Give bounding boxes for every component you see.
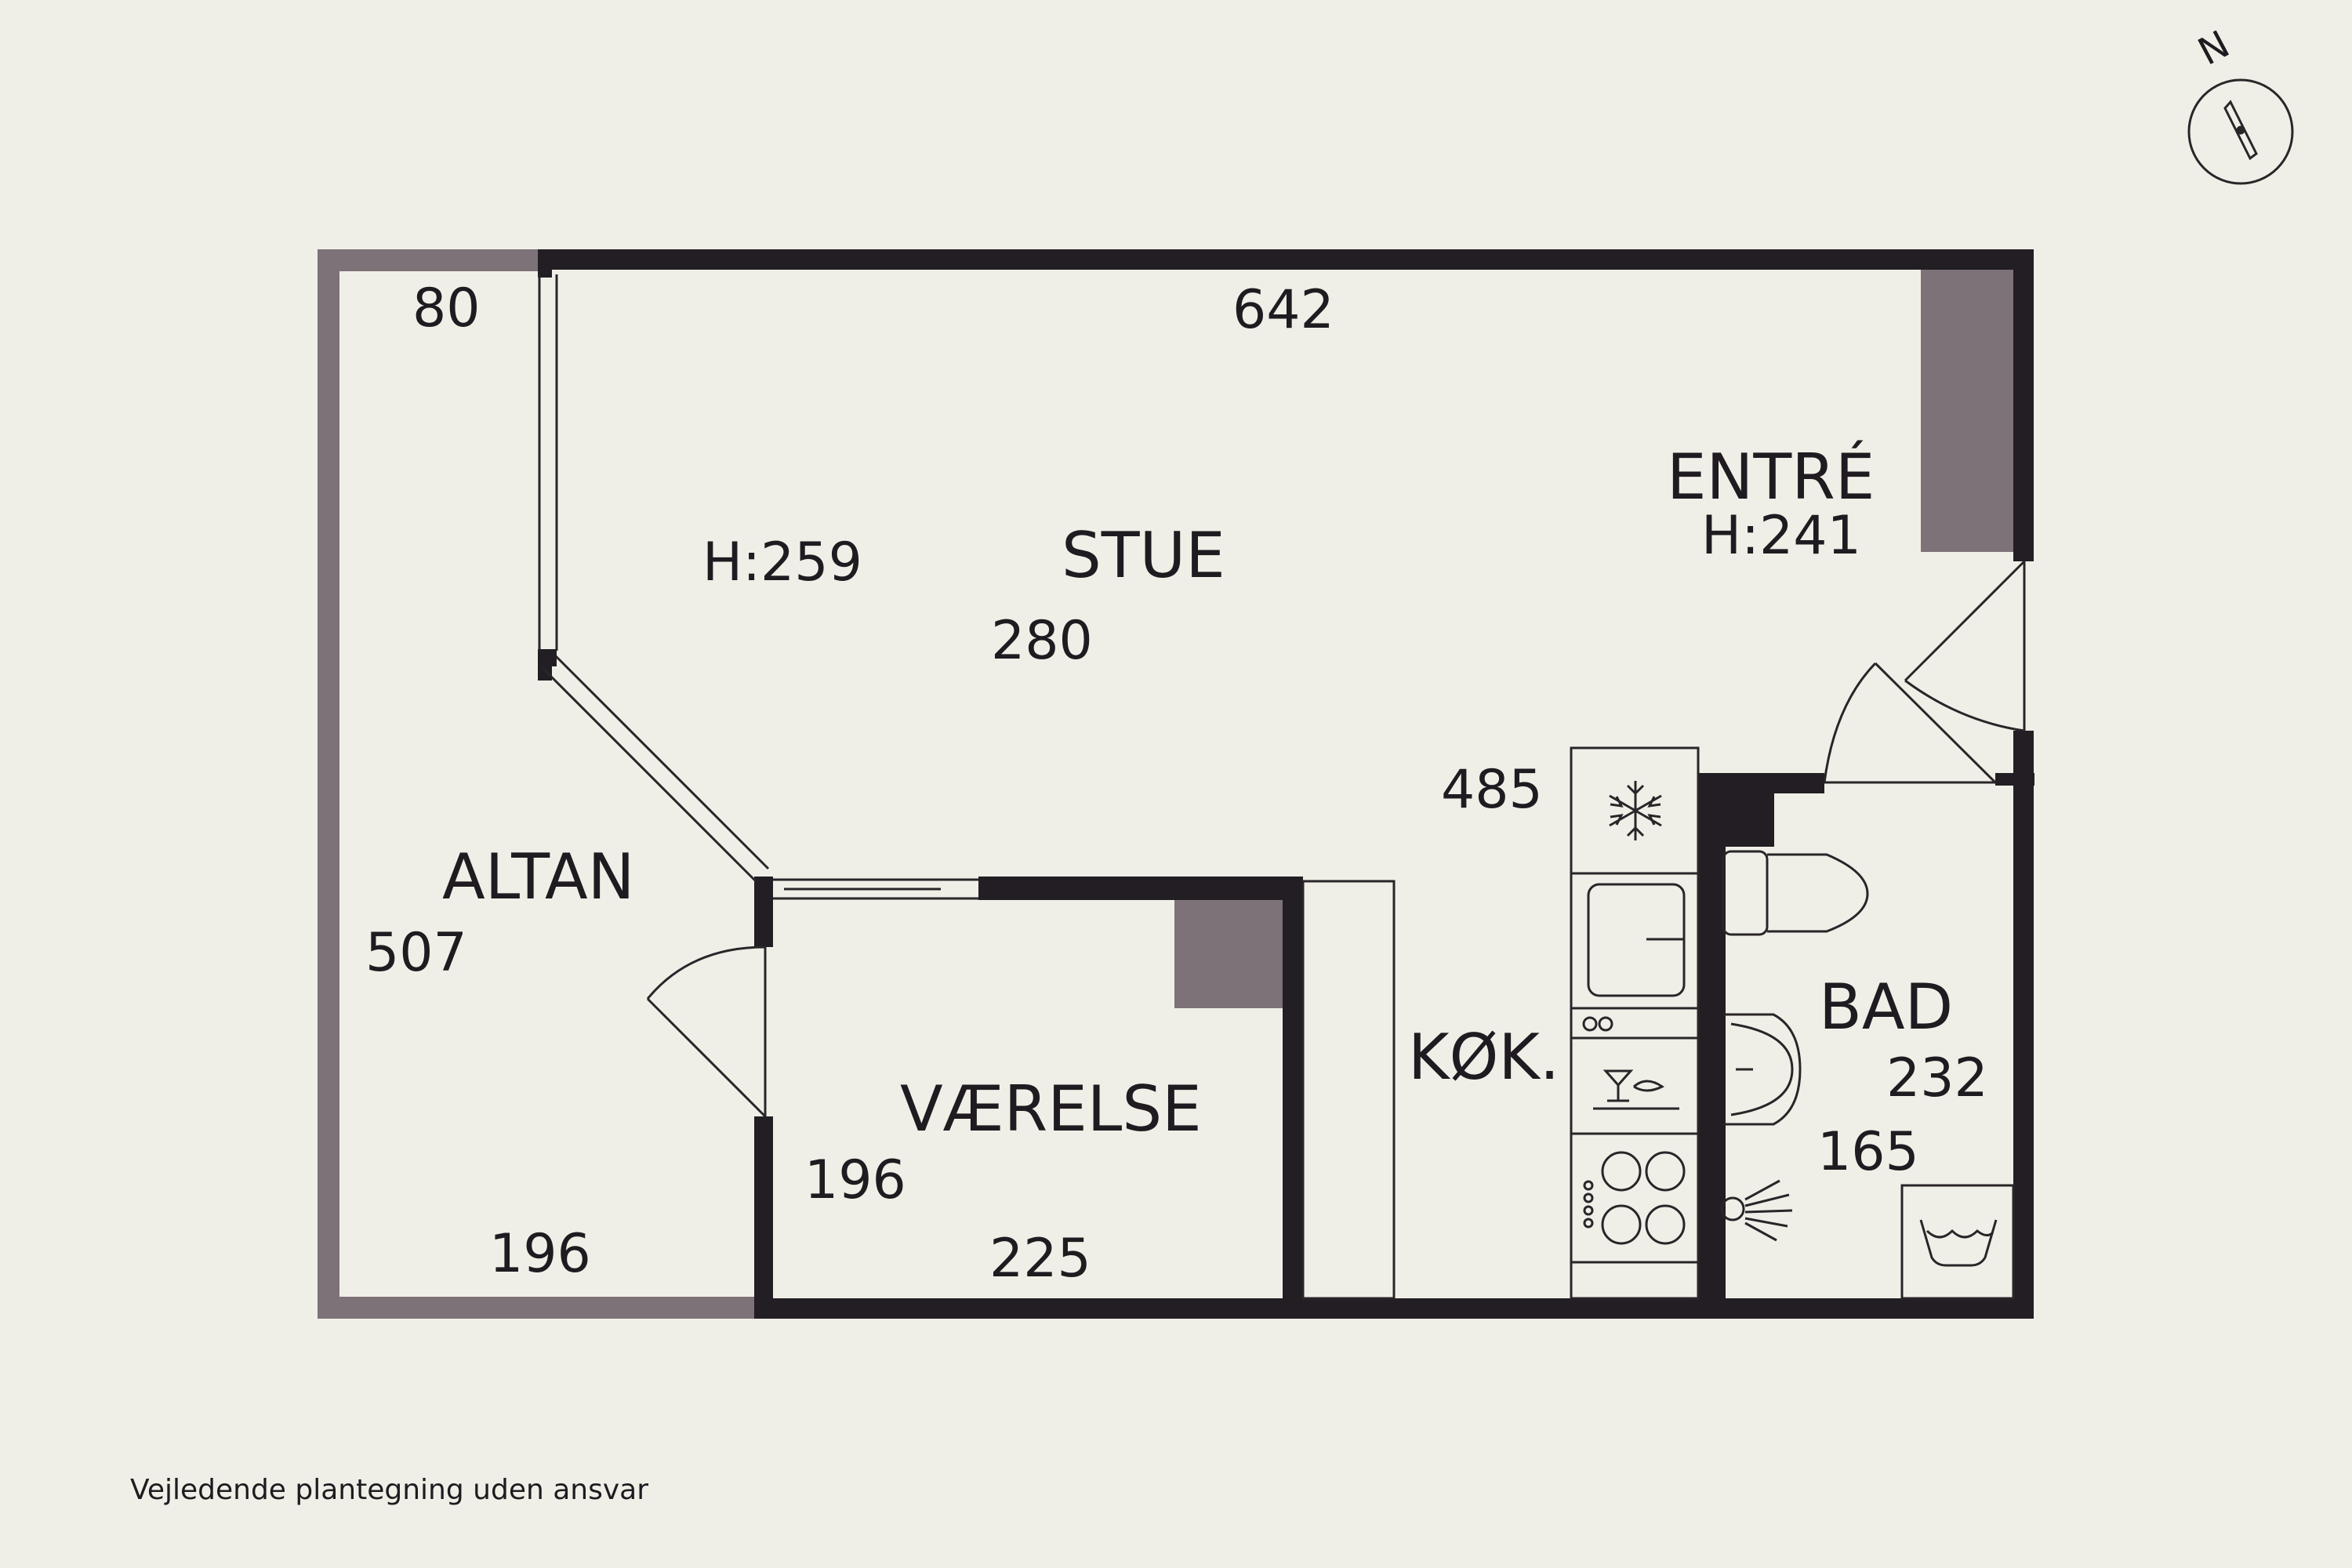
entre-height: H:241 [1701, 505, 1861, 567]
disclaimer: Vejledende plantegning uden ansvar [130, 1474, 648, 1506]
toilet-icon [1722, 850, 1869, 936]
walls [538, 249, 2034, 1319]
vaerelse-name: VÆRELSE [900, 1073, 1202, 1145]
dishwasher-icon [1593, 1069, 1679, 1110]
kitchen-counter [1301, 880, 1396, 1300]
shower-icon [1720, 1179, 1793, 1242]
altan-dim-side: 507 [365, 922, 467, 984]
altan-dim-top: 80 [412, 278, 481, 339]
stue-dim-depth: 280 [991, 610, 1093, 672]
balcony-outline [318, 249, 757, 1319]
window-stue [538, 274, 770, 883]
small-burners-icon [1582, 1016, 1613, 1032]
stue-dim-width: 642 [1232, 279, 1334, 341]
compass-north-icon [2187, 78, 2294, 185]
door-altan [646, 946, 767, 1118]
bad-name: BAD [1819, 971, 1953, 1044]
kitchen-units [1570, 746, 1700, 1300]
window-vaerelse [773, 878, 978, 900]
bad-dim-a: 232 [1886, 1047, 1988, 1109]
door-bad [1823, 662, 1997, 784]
kitchen-sink-icon [1587, 883, 1686, 997]
compass-label: N [2191, 22, 2237, 74]
window-corner [539, 649, 557, 666]
bathroom-sink-icon [1723, 1013, 1802, 1126]
wall-blocks [1174, 270, 2013, 1008]
altan-name: ALTAN [442, 840, 635, 913]
door-entre [1904, 560, 2026, 732]
snowflake-icon [1609, 781, 1662, 840]
kok-dim: 485 [1441, 759, 1543, 821]
entre-name: ENTRÉ [1667, 440, 1875, 514]
washing-machine-icon [1900, 1184, 2015, 1300]
stue-name: STUE [1062, 519, 1225, 592]
kok-name: KØK. [1408, 1021, 1559, 1094]
stue-height: H:259 [702, 532, 862, 593]
vaerelse-dim-bottom: 225 [989, 1228, 1091, 1290]
bad-dim-b: 165 [1817, 1121, 1919, 1183]
stove-icon [1583, 1151, 1686, 1245]
altan-dim-bottom: 196 [489, 1223, 591, 1285]
vaerelse-dim-side: 196 [804, 1149, 906, 1211]
